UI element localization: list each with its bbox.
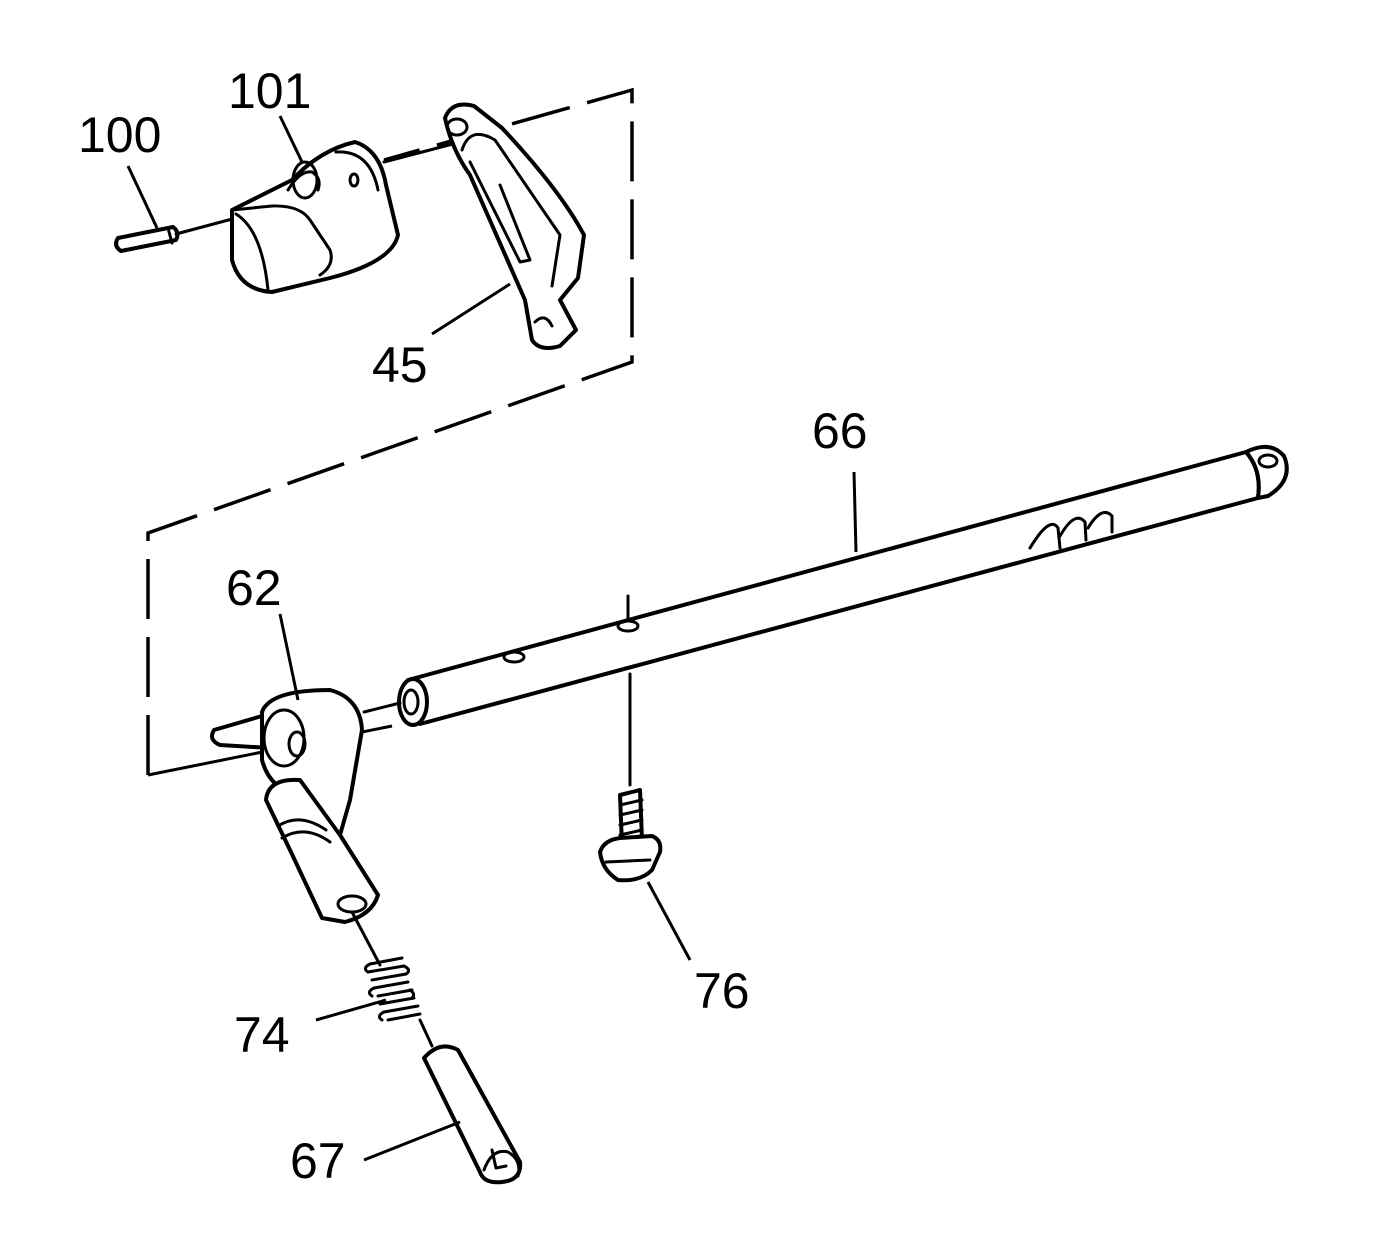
- part-76-bolt: [598, 672, 663, 883]
- leader-76: [646, 881, 692, 961]
- callout-100: 100: [78, 107, 161, 163]
- callout-66: 66: [812, 403, 868, 459]
- callout-101: 101: [228, 63, 311, 119]
- callout-76: 76: [694, 963, 750, 1019]
- leader-62: [278, 613, 300, 701]
- callout-45: 45: [372, 337, 428, 393]
- callout-67: 67: [290, 1133, 346, 1189]
- part-66-shaft: [362, 444, 1289, 727]
- leader-67: [363, 1120, 461, 1162]
- leader-74: [315, 998, 387, 1022]
- leader-100: [126, 165, 159, 229]
- callout-74: 74: [234, 1007, 290, 1063]
- part-101-block: [230, 138, 470, 294]
- leader-101: [278, 115, 304, 163]
- detail-boundary: [146, 87, 634, 775]
- part-62-arm: [210, 688, 382, 967]
- part-74-spring: [363, 956, 434, 1048]
- leader-66: [852, 471, 858, 553]
- part-100-pin: [114, 216, 238, 253]
- callout-62: 62: [226, 560, 282, 616]
- leader-45: [431, 282, 511, 336]
- part-67-plunger: [422, 1044, 523, 1185]
- part-45-clip: [443, 102, 586, 350]
